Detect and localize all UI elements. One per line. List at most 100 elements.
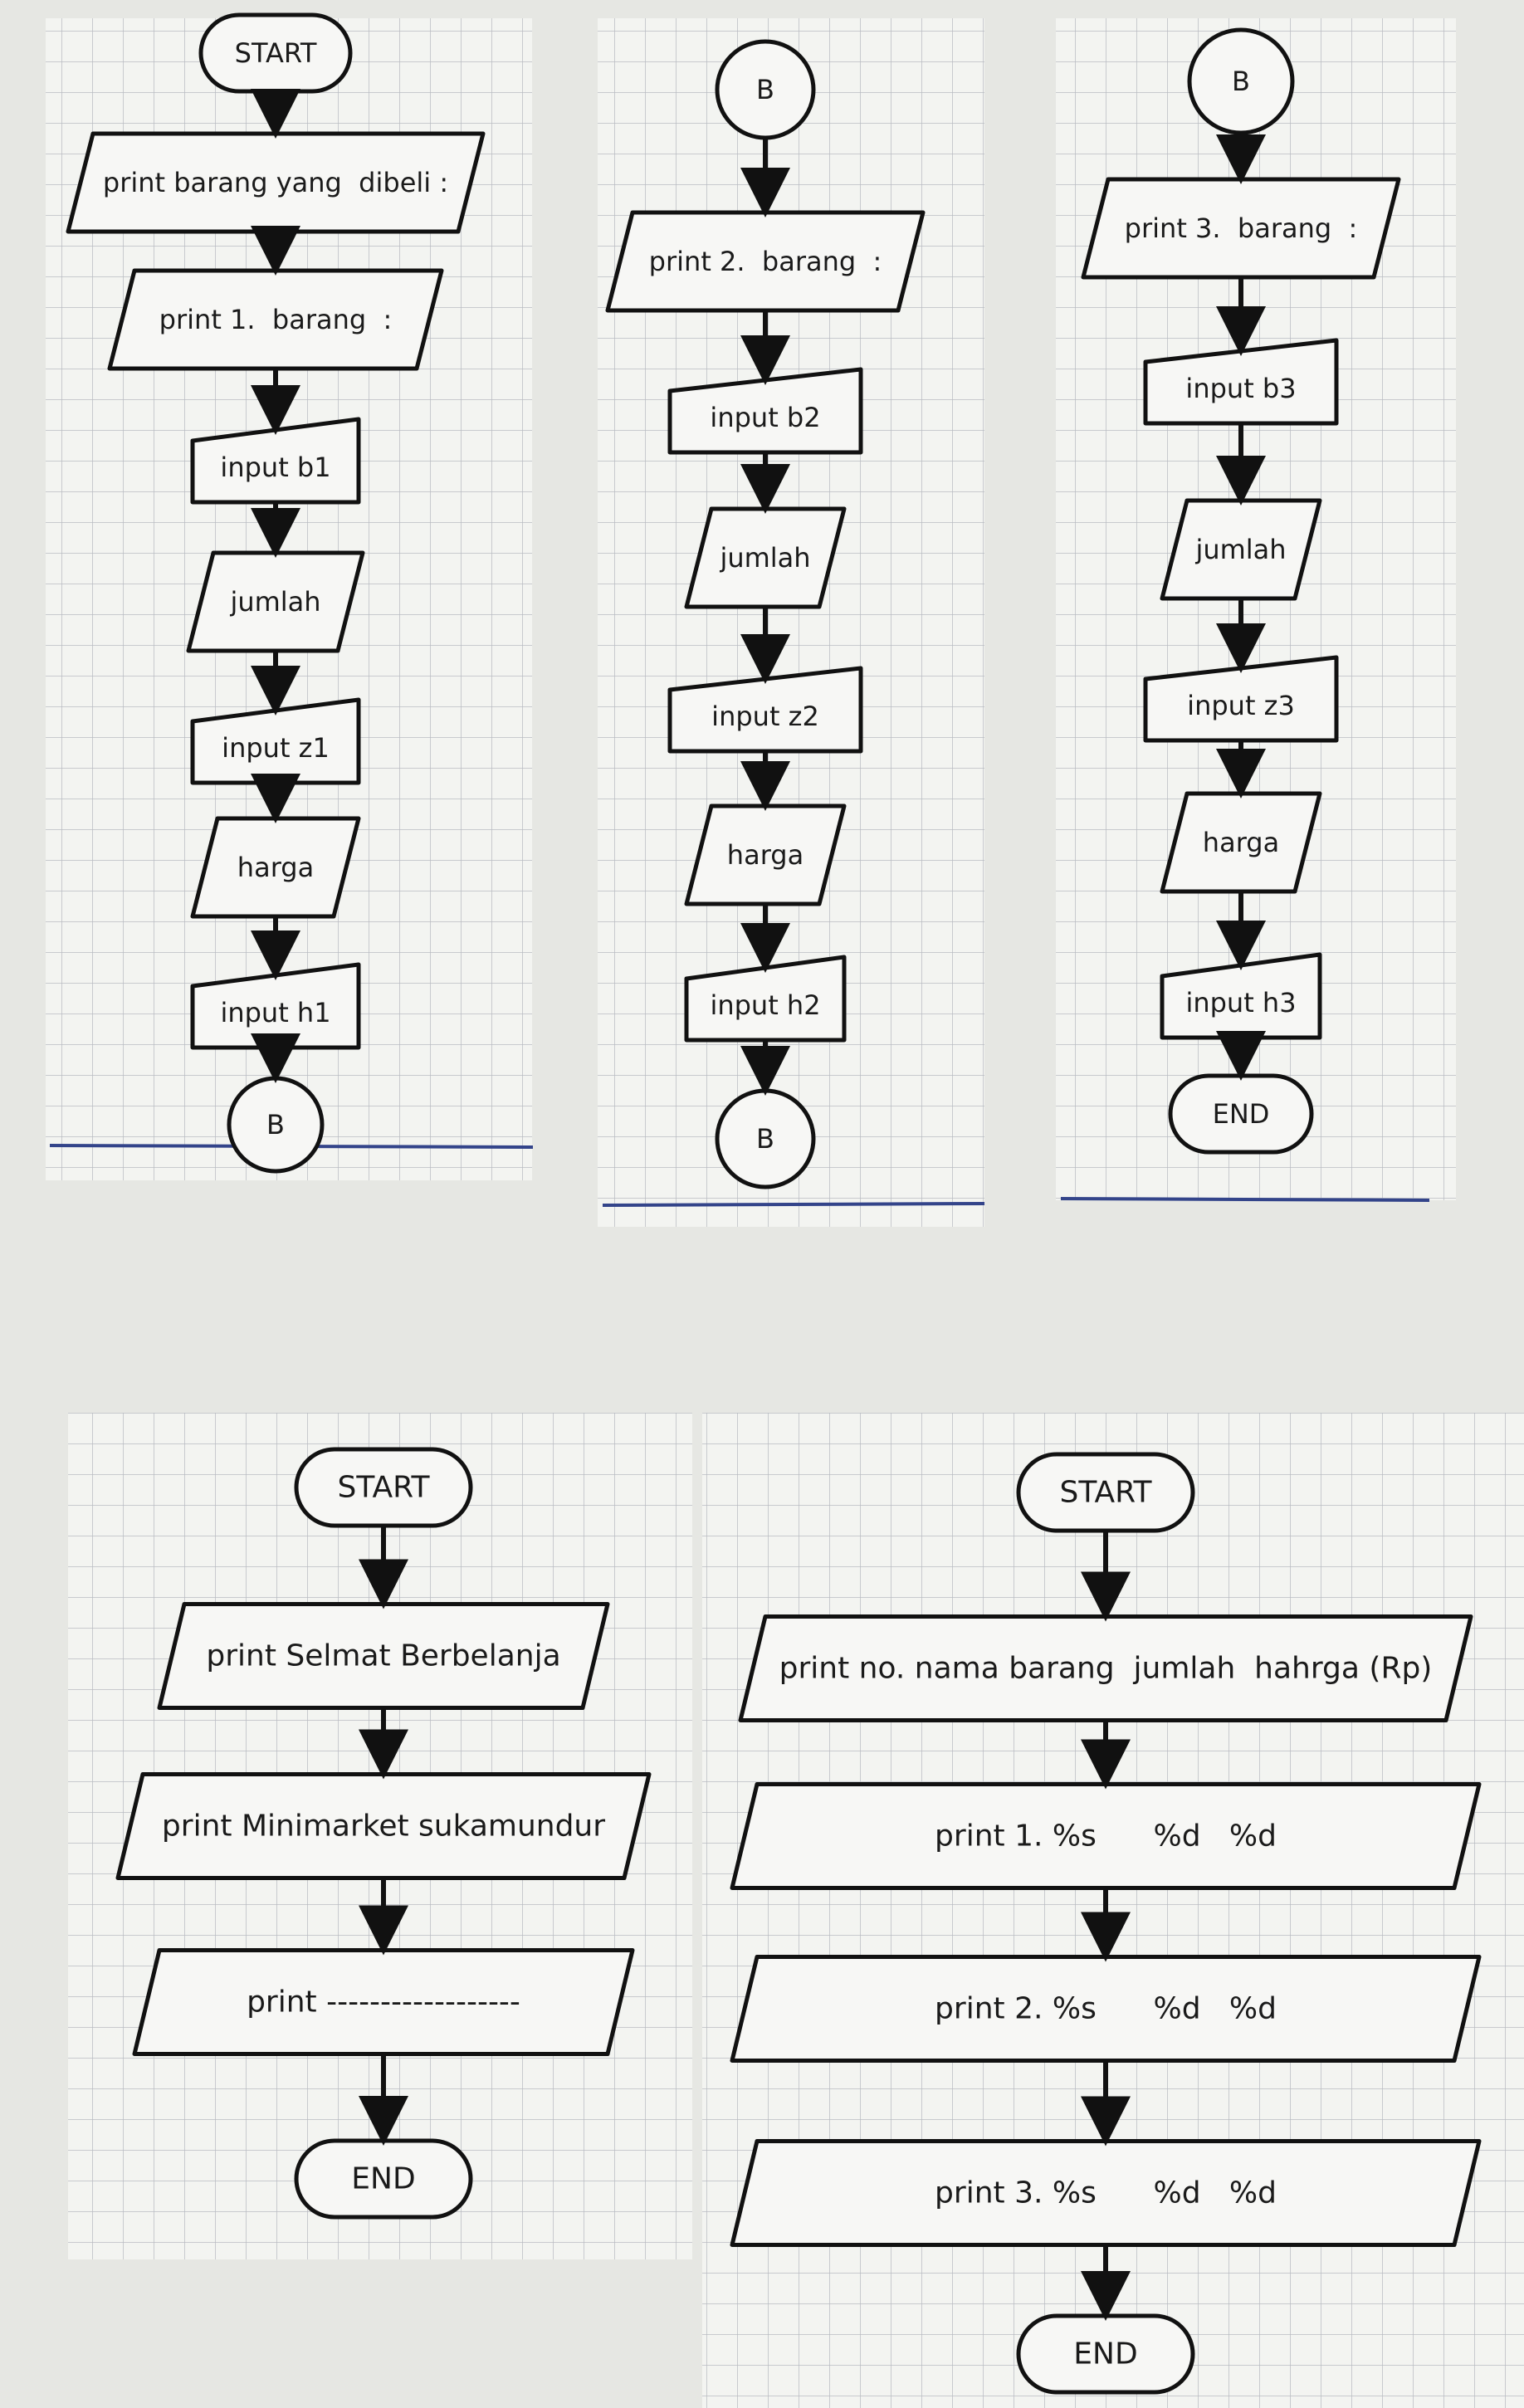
flowchart-node-label: jumlah bbox=[1194, 534, 1286, 565]
manual-input-shape bbox=[1160, 952, 1322, 1040]
flowchart-node-label: END bbox=[1213, 1098, 1270, 1130]
flowchart-node-terminal: START bbox=[1016, 1452, 1195, 1533]
flowchart-node-label: START bbox=[337, 1471, 430, 1505]
flowchart-node-label: print 2. barang : bbox=[649, 246, 882, 277]
flowchart-node-label: END bbox=[351, 2162, 415, 2196]
flowchart-node-manual: input z1 bbox=[190, 697, 361, 785]
flowchart-node-label: B bbox=[266, 1109, 285, 1141]
flowchart-node-label: input h1 bbox=[220, 997, 330, 1028]
flowchart-node-label: input z2 bbox=[711, 701, 819, 732]
flowchart-node-manual: input h3 bbox=[1160, 952, 1322, 1040]
manual-input-shape bbox=[190, 697, 361, 785]
manual-input-shape bbox=[667, 666, 863, 754]
flowchart-node-manual: input b3 bbox=[1143, 338, 1339, 426]
flowcharts: START print barang yang dibeli : print 1. … bbox=[66, 12, 1482, 2395]
flowchart-node-io: jumlah bbox=[186, 550, 365, 653]
io-parallelogram-shape bbox=[66, 131, 486, 234]
flowchart-node-terminal: START bbox=[294, 1447, 473, 1528]
flowchart-node-label: input h3 bbox=[1185, 987, 1296, 1018]
io-parallelogram-shape bbox=[730, 1955, 1482, 2063]
manual-input-shape bbox=[667, 367, 863, 455]
flowchart-node-label: print no. nama barang jumlah hahrga (Rp) bbox=[779, 1652, 1433, 1686]
flowchart-node-manual: input b1 bbox=[190, 417, 361, 505]
flowchart-node-io: jumlah bbox=[1160, 498, 1322, 601]
flowchart-node-connector: B bbox=[1187, 27, 1295, 135]
flowchart-node-terminal: END bbox=[294, 2138, 473, 2220]
io-parallelogram-shape bbox=[107, 268, 444, 371]
manual-input-shape bbox=[1143, 338, 1339, 426]
flowchart-node-manual: input z3 bbox=[1143, 655, 1339, 743]
io-parallelogram-shape bbox=[684, 506, 847, 609]
io-parallelogram-shape bbox=[132, 1948, 635, 2056]
flowchart-node-io: print no. nama barang jumlah hahrga (Rp) bbox=[738, 1614, 1473, 1722]
manual-input-shape bbox=[684, 955, 847, 1043]
flowchart-node-label: print 3. barang : bbox=[1125, 212, 1358, 244]
io-parallelogram-shape bbox=[186, 550, 365, 653]
io-parallelogram-shape bbox=[157, 1602, 610, 1710]
flowchart-node-label: START bbox=[1059, 1476, 1152, 1510]
io-parallelogram-shape bbox=[190, 816, 361, 919]
flowchart-node-io: harga bbox=[1160, 791, 1322, 894]
flowchart-node-io: print 2. barang : bbox=[605, 210, 926, 313]
flowchart-node-label: print 1. %s %d %d bbox=[935, 1819, 1277, 1854]
flowchart-node-label: harga bbox=[1203, 827, 1279, 858]
io-parallelogram-shape bbox=[1160, 498, 1322, 601]
flowchart-node-manual: input h2 bbox=[684, 955, 847, 1043]
manual-input-shape bbox=[190, 417, 361, 505]
io-parallelogram-shape bbox=[605, 210, 926, 313]
flowchart-node-label: print barang yang dibeli : bbox=[103, 167, 448, 198]
flowchart-node-connector: B bbox=[227, 1076, 325, 1174]
flowchart-node-label: print ------------------ bbox=[247, 1986, 520, 2020]
io-parallelogram-shape bbox=[730, 2139, 1482, 2247]
flowchart-node-label: jumlah bbox=[229, 586, 320, 618]
flowchart-node-label: harga bbox=[237, 852, 314, 883]
io-parallelogram-shape bbox=[738, 1614, 1473, 1722]
io-parallelogram-shape bbox=[684, 803, 847, 906]
io-parallelogram-shape bbox=[730, 1782, 1482, 1890]
manual-input-shape bbox=[1143, 655, 1339, 743]
flowchart-node-io: harga bbox=[190, 816, 361, 919]
flowchart-node-label: START bbox=[235, 37, 317, 69]
flowchart-node-label: input z3 bbox=[1187, 690, 1295, 721]
io-parallelogram-shape bbox=[115, 1772, 652, 1880]
paper-sheet-5 bbox=[702, 1413, 1524, 2408]
flowchart-node-label: B bbox=[756, 1123, 774, 1155]
flowchart-node-io: print Selmat Berbelanja bbox=[157, 1602, 610, 1710]
flowchart-node-connector: B bbox=[715, 39, 816, 140]
flowchart-node-manual: input z2 bbox=[667, 666, 863, 754]
flowchart-node-label: print 2. %s %d %d bbox=[935, 1992, 1277, 2026]
flowchart-node-label: jumlah bbox=[719, 542, 810, 574]
manual-input-shape bbox=[190, 962, 361, 1050]
flowchart-node-io: print 3. %s %d %d bbox=[730, 2139, 1482, 2247]
flowchart-node-label: print 1. barang : bbox=[159, 304, 393, 335]
flowchart-node-terminal: END bbox=[1016, 2313, 1195, 2395]
flowchart-node-label: print Minimarket sukamundur bbox=[162, 1810, 605, 1844]
flowchart-node-manual: input h1 bbox=[190, 962, 361, 1050]
flowchart-node-label: B bbox=[756, 74, 774, 105]
flowchart-node-label: harga bbox=[727, 839, 804, 871]
flowchart-node-label: print Selmat Berbelanja bbox=[206, 1639, 560, 1673]
flowchart-node-label: print 3. %s %d %d bbox=[935, 2176, 1277, 2210]
paper-sheet-2 bbox=[598, 18, 985, 1227]
io-parallelogram-shape bbox=[1160, 791, 1322, 894]
flowchart-node-io: print barang yang dibeli : bbox=[66, 131, 486, 234]
flowchart-node-label: B bbox=[1232, 66, 1250, 97]
flowchart-node-connector: B bbox=[715, 1088, 816, 1189]
flowchart-node-label: input h2 bbox=[710, 989, 820, 1021]
flowchart-node-io: print 1. barang : bbox=[107, 268, 444, 371]
flowchart-node-io: print 3. barang : bbox=[1081, 177, 1401, 280]
chart-input-1: START print barang yang dibeli : print 1. … bbox=[66, 12, 486, 1174]
flowchart-node-label: input z1 bbox=[222, 732, 330, 764]
flowchart-node-terminal: START bbox=[198, 12, 353, 94]
flowchart-node-io: print ------------------ bbox=[132, 1948, 635, 2056]
flowchart-node-io: print 2. %s %d %d bbox=[730, 1955, 1482, 2063]
flowchart-node-io: harga bbox=[684, 803, 847, 906]
flowchart-node-label: input b3 bbox=[1185, 373, 1296, 404]
chart-output: START print no. nama barang jumlah hahrga… bbox=[730, 1452, 1482, 2395]
flowchart-node-manual: input b2 bbox=[667, 367, 863, 455]
io-parallelogram-shape bbox=[1081, 177, 1401, 280]
chart-header: START print Selmat Berbelanja print Minima… bbox=[115, 1447, 652, 2220]
